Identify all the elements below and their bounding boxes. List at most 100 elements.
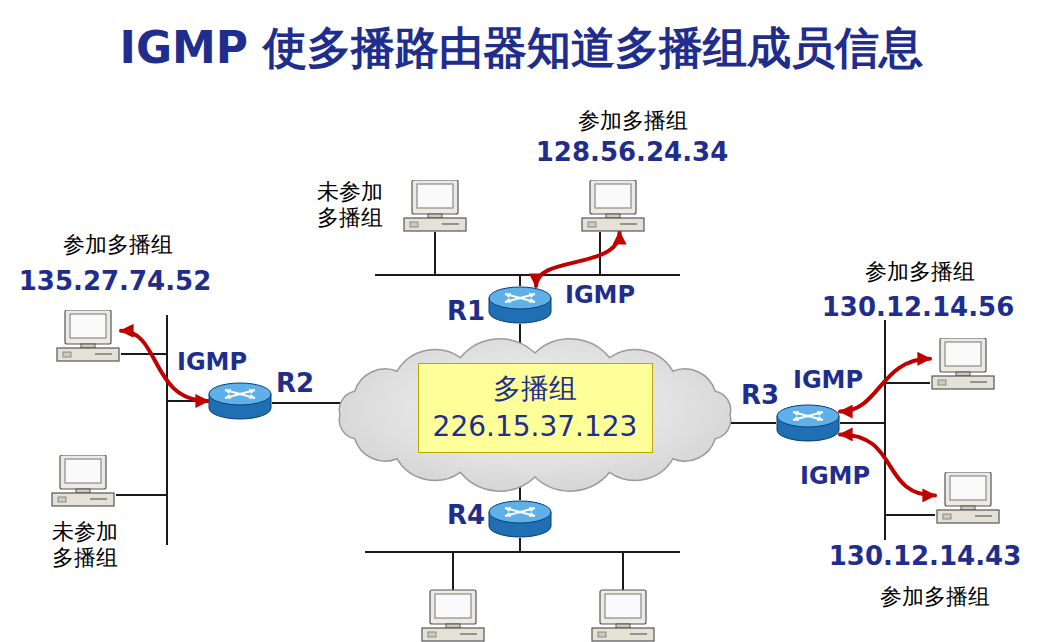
router-arrows <box>225 390 255 398</box>
host-computer: 参加多播组135.27.74.52 <box>55 310 121 362</box>
computer-icon <box>932 338 994 389</box>
router-symbol <box>488 500 552 538</box>
drive-bay <box>428 632 436 637</box>
screen <box>950 476 986 500</box>
router-label: R1 <box>447 296 485 327</box>
drive-slot <box>90 498 107 500</box>
host-status: 未参加 多播组 <box>45 519 124 572</box>
monitor <box>65 310 111 344</box>
monitor <box>945 472 991 506</box>
router-icon <box>489 501 551 537</box>
ip-address: 130.12.14.43 <box>829 541 1021 572</box>
host-status: 未参加 多播组 <box>310 179 389 232</box>
drive-slot <box>442 223 459 225</box>
host-computer: 参加多播组130.12.14.56 <box>930 338 996 390</box>
edge-label: IGMP <box>174 349 250 375</box>
computer-icon <box>404 180 466 231</box>
router-icon <box>777 405 839 441</box>
network-wire <box>121 353 167 355</box>
computer-icon <box>592 590 654 641</box>
screen <box>605 594 641 618</box>
computer-symbol <box>55 310 121 362</box>
router-top <box>489 501 551 523</box>
drive-bay <box>943 514 951 519</box>
network-wire <box>365 551 680 553</box>
monitor-neck <box>956 372 970 376</box>
pc-case <box>52 493 114 506</box>
screen <box>65 459 101 483</box>
router-top <box>777 405 839 427</box>
computer-icon <box>582 180 644 231</box>
router: R1 <box>488 286 552 324</box>
pc-case <box>582 218 644 231</box>
host-computer: 未参加 多播组 <box>402 180 468 232</box>
computer-symbol <box>930 338 996 390</box>
edge-label: IGMP <box>790 367 866 393</box>
network-wire <box>622 552 624 590</box>
pc-case <box>57 348 119 361</box>
host-status: 参加多播组 <box>880 584 990 610</box>
ip-address: 135.27.74.52 <box>19 266 211 297</box>
router-symbol <box>776 404 840 442</box>
ip-address: 130.12.14.56 <box>822 292 1014 323</box>
drive-bay <box>58 497 66 502</box>
router-top <box>209 383 271 405</box>
screen <box>945 342 981 366</box>
host-computer: 未参加 多播组 <box>50 455 116 507</box>
computer-icon <box>937 472 999 523</box>
network-wire <box>885 514 935 516</box>
router-top <box>489 287 551 309</box>
computer-symbol <box>402 180 468 232</box>
router: R3 <box>776 404 840 442</box>
network-wire <box>452 552 454 590</box>
computer-icon <box>57 310 119 361</box>
computer-icon <box>52 455 114 506</box>
host-status: 参加多播组 <box>578 108 688 134</box>
monitor-neck <box>428 214 442 218</box>
monitor-neck <box>961 506 975 510</box>
network-wire <box>519 538 521 552</box>
monitor-neck <box>81 344 95 348</box>
pc-case <box>592 628 654 641</box>
router-arrows <box>505 294 535 302</box>
router-arrows <box>505 508 535 516</box>
drive-slot <box>975 515 992 517</box>
router: R4 <box>488 500 552 538</box>
group-name: 多播组 <box>433 370 638 408</box>
network-wire <box>434 232 436 275</box>
monitor <box>430 590 476 624</box>
network-wire <box>116 494 167 496</box>
drive-slot <box>970 381 987 383</box>
router-icon <box>209 383 271 419</box>
router-symbol <box>488 286 552 324</box>
monitor <box>60 455 106 489</box>
monitor-neck <box>76 489 90 493</box>
edge-label: IGMP <box>562 282 638 308</box>
screen <box>595 184 631 208</box>
router-label: R2 <box>276 368 314 399</box>
pc-case <box>932 376 994 389</box>
drive-slot <box>460 633 477 635</box>
monitor <box>940 338 986 372</box>
network-wire <box>840 422 885 424</box>
host-computer: 参加多播组128.56.24.34 <box>580 180 646 232</box>
drive-bay <box>938 380 946 385</box>
computer-symbol <box>580 180 646 232</box>
network-wire <box>519 275 521 286</box>
drive-bay <box>598 632 606 637</box>
router-arrowheads <box>793 411 823 421</box>
monitor <box>590 180 636 214</box>
router-icon <box>489 287 551 323</box>
router-label: R3 <box>741 380 779 411</box>
router-arrowheads <box>505 507 535 517</box>
drive-slot <box>95 353 112 355</box>
network-cloud <box>339 339 730 491</box>
drive-slot <box>630 633 647 635</box>
router-label: R4 <box>447 500 485 531</box>
screen <box>70 314 106 338</box>
network-wire <box>272 402 350 404</box>
router: R2 <box>208 382 272 420</box>
drive-bay <box>588 222 596 227</box>
host-status: 参加多播组 <box>63 232 173 258</box>
